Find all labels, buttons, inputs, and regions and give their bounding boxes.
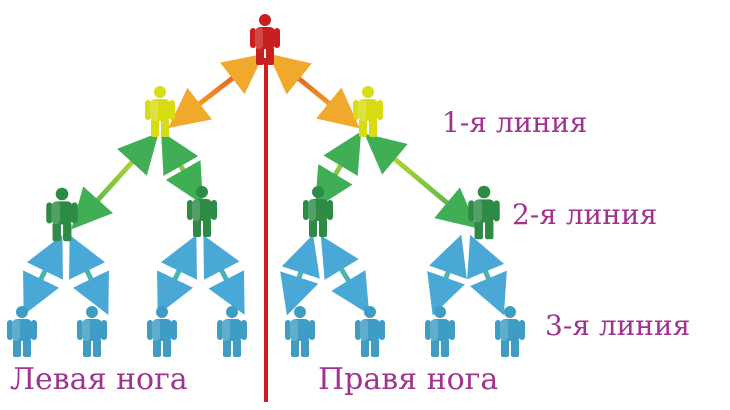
arrow-l2c-to-l3e [280,234,320,316]
line2-label: 2-я линия [512,198,658,231]
left-leg-label: Левая нога [10,362,188,397]
person-line3-a-icon [7,306,37,357]
person-line3-h-icon [495,306,525,357]
arrow-l2d-to-l3h [467,234,507,316]
person-line2-c-icon [303,186,333,237]
people-figures [7,14,525,357]
person-line2-b-icon [187,186,217,237]
arrow-l2a-to-l3b [69,234,109,316]
person-top-icon [250,14,280,65]
arrow-l1b-to-l2c [314,131,362,209]
person-line3-b-icon [77,306,107,357]
arrows-line2-to-line3 [23,234,507,316]
person-line1-right-icon [353,86,383,137]
arrow-l2b-to-l3c [157,234,197,316]
person-line3-d-icon [217,306,247,357]
right-leg-label: Правя нога [318,362,499,397]
arrow-l1a-to-l2a [71,132,159,230]
arrow-l1a-to-l2b [161,131,203,205]
arrow-top-to-left-line1 [168,53,264,129]
arrow-top-to-right-line1 [268,53,360,129]
arrows-line1-to-line2 [71,131,478,230]
line1-label: 1-я линия [442,106,588,139]
line3-label: 3-я линия [545,309,691,342]
person-line3-c-icon [147,306,177,357]
person-line3-g-icon [425,306,455,357]
person-line3-f-icon [355,306,385,357]
arrow-l2a-to-l3a [23,234,63,316]
person-line2-a-icon [46,187,78,242]
arrow-l2b-to-l3d [203,235,245,315]
person-line3-e-icon [285,306,315,357]
arrows-top-to-line1 [168,53,360,129]
arrow-l2c-to-l3f [320,235,370,315]
person-line1-left-icon [145,86,175,137]
person-line2-d-icon [468,185,500,240]
arrow-l1b-to-l2d [364,133,478,229]
arrow-l2d-to-l3g [427,234,467,316]
